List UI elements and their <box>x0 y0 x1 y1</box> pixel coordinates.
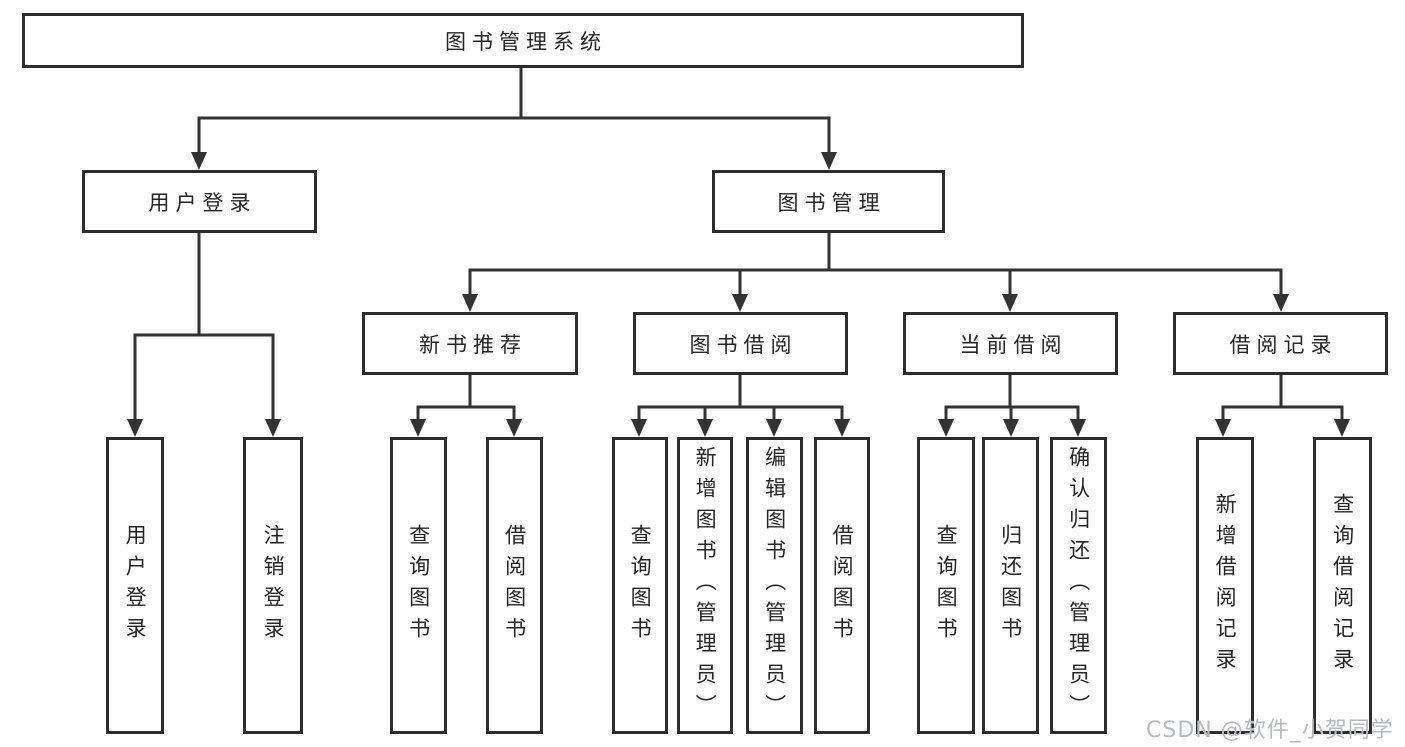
node-leaf-borrowing-borrow-books: 借阅图书 <box>814 437 870 734</box>
node-label: 用户登录 <box>123 523 148 648</box>
node-label: 查询图书 <box>628 523 653 648</box>
node-leaf-records-query-record: 查询借阅记录 <box>1313 437 1372 734</box>
node-label: 图书借阅 <box>689 332 798 357</box>
node-leaf-newrec-query-books: 查询图书 <box>390 437 447 734</box>
node-book-borrowing: 图书借阅 <box>633 312 848 375</box>
node-book-management-branch: 图书管理 <box>712 170 945 233</box>
node-leaf-newrec-borrow-books: 借阅图书 <box>486 437 543 734</box>
node-leaf-current-return-books: 归还图书 <box>982 437 1039 734</box>
node-new-book-recommend: 新书推荐 <box>362 312 578 375</box>
node-label: 确认归还（管理员） <box>1066 446 1091 725</box>
node-root-book-management-system: 图书管理系统 <box>22 13 1024 68</box>
node-label: 借阅图书 <box>830 523 855 648</box>
node-leaf-logout: 注销登录 <box>243 437 303 734</box>
node-label: 图书管理 <box>777 190 886 215</box>
node-label: 查询借阅记录 <box>1330 492 1355 679</box>
node-label: 借阅图书 <box>502 523 527 648</box>
node-label: 新书推荐 <box>419 332 527 357</box>
node-leaf-borrowing-add-books-admin: 新增图书（管理员） <box>677 437 733 734</box>
node-label: 图书管理系统 <box>445 29 607 54</box>
node-leaf-user-login: 用户登录 <box>106 437 164 734</box>
node-label: 注销登录 <box>261 523 286 648</box>
node-leaf-current-confirm-return-admin: 确认归还（管理员） <box>1050 437 1107 734</box>
node-leaf-borrowing-edit-books-admin: 编辑图书（管理员） <box>746 437 803 734</box>
node-label: 当前借阅 <box>959 332 1068 357</box>
node-label: 编辑图书（管理员） <box>762 446 787 725</box>
node-leaf-current-query-books: 查询图书 <box>917 437 975 734</box>
node-leaf-borrowing-query-books: 查询图书 <box>612 437 668 734</box>
node-leaf-records-add-record: 新增借阅记录 <box>1196 437 1254 734</box>
node-label: 新增图书（管理员） <box>693 446 718 725</box>
node-label: 归还图书 <box>998 523 1023 648</box>
node-current-borrowing: 当前借阅 <box>903 312 1118 375</box>
node-label: 查询图书 <box>406 523 431 648</box>
node-label: 用户登录 <box>148 190 257 215</box>
node-label: 查询图书 <box>934 523 959 648</box>
csdn-watermark: CSDN @软件_小贺同学 <box>1146 718 1394 743</box>
node-label: 新增借阅记录 <box>1213 492 1238 679</box>
node-user-login-branch: 用户登录 <box>82 170 317 233</box>
node-label: 借阅记录 <box>1229 332 1338 357</box>
node-borrow-records: 借阅记录 <box>1173 312 1388 375</box>
